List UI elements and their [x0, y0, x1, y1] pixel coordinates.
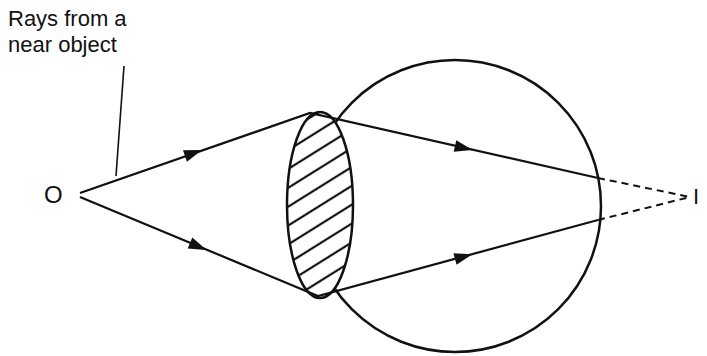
- leader-line: [116, 66, 124, 176]
- virtual-rays: [598, 178, 690, 220]
- eye-lens: [280, 105, 360, 305]
- callout-label: Rays from a near object: [8, 6, 158, 58]
- image-point-label: I: [693, 184, 699, 210]
- ray-arrowheads: [183, 140, 474, 265]
- light-rays: [80, 113, 598, 296]
- object-point-label: O: [44, 181, 63, 209]
